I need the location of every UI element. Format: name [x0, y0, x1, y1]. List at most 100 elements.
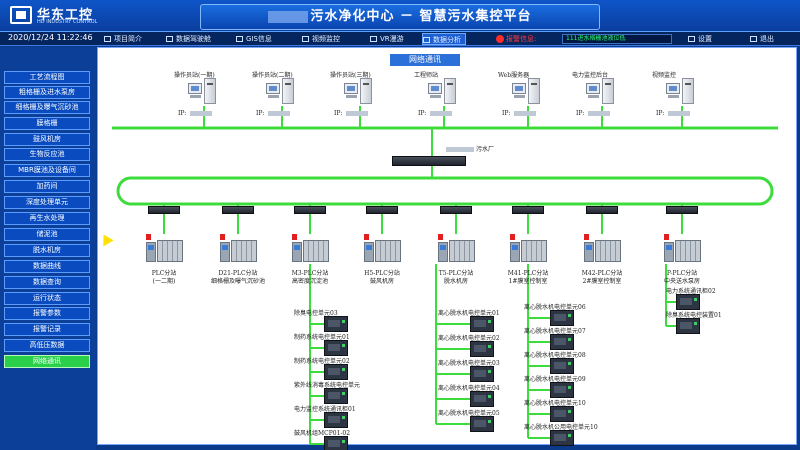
sidebar-item[interactable]: 鼓风机房: [4, 133, 90, 146]
sidebar-item[interactable]: 加药间: [4, 180, 90, 193]
sidebar-item[interactable]: 报警参数: [4, 307, 90, 320]
sidebar-item[interactable]: 脱水机房: [4, 244, 90, 257]
ring-switch-icon[interactable]: [366, 206, 398, 214]
control-unit-icon[interactable]: [676, 294, 700, 310]
nav-data-cockpit[interactable]: 数据驾驶舱: [166, 33, 211, 45]
sidebar-item[interactable]: 数据曲线: [4, 260, 90, 273]
nav-label: 数据驾驶舱: [176, 35, 211, 43]
plc-area: 中央送水泵房: [663, 278, 700, 285]
control-unit-icon[interactable]: [324, 388, 348, 404]
alarm-lamp-icon: [146, 234, 151, 240]
keyboard-icon: [190, 95, 201, 98]
plc-name: M41-PLC分站: [507, 270, 549, 277]
plc-rack-icon[interactable]: [364, 234, 402, 264]
core-switch-icon[interactable]: [392, 156, 466, 166]
control-unit-label: 电力系统通讯柜02: [666, 288, 716, 295]
control-unit-icon[interactable]: [324, 364, 348, 380]
workstation-icon[interactable]: [666, 78, 696, 106]
control-unit-icon[interactable]: [550, 382, 574, 398]
control-unit-icon[interactable]: [550, 406, 574, 422]
plc-name: P-PLC分站: [666, 270, 698, 277]
workstation-icon[interactable]: [266, 78, 296, 106]
sidebar-item[interactable]: 储泥池: [4, 228, 90, 241]
nav-vr[interactable]: VR漫游: [370, 33, 404, 45]
io-modules-icon: [675, 240, 701, 262]
control-unit-icon[interactable]: [470, 316, 494, 332]
workstation-icon[interactable]: [428, 78, 458, 106]
sidebar-item[interactable]: 膜格栅: [4, 117, 90, 130]
sidebar-item[interactable]: 运行状态: [4, 292, 90, 305]
plc-rack-icon[interactable]: [584, 234, 622, 264]
pc-tower-icon: [360, 78, 372, 104]
redacted-ip: [430, 111, 452, 116]
plc-rack-icon[interactable]: [664, 234, 702, 264]
control-unit-icon[interactable]: [676, 318, 700, 334]
nav-project-intro[interactable]: 项目简介: [104, 33, 142, 45]
ring-switch-icon[interactable]: [666, 206, 698, 214]
ring-switch-icon[interactable]: [586, 206, 618, 214]
control-unit-icon[interactable]: [550, 334, 574, 350]
nav-data-analysis[interactable]: 数据分析: [422, 33, 466, 45]
alarm-message[interactable]: 111进水格栅池液位低: [562, 34, 672, 44]
plc-rack-icon[interactable]: [146, 234, 184, 264]
control-unit-icon[interactable]: [470, 416, 494, 432]
control-unit-label: 鼓风机组MCP01-02: [294, 430, 351, 437]
current-datetime: 2020/12/24 11:22:46: [8, 33, 93, 42]
control-unit-icon[interactable]: [324, 436, 348, 450]
control-unit-label: 离心脱水机电控单元07: [524, 328, 586, 335]
ring-switch-icon[interactable]: [512, 206, 544, 214]
panel-title: 网络通讯: [390, 54, 460, 66]
sidebar-item[interactable]: 工艺流程图: [4, 71, 90, 84]
control-unit-icon[interactable]: [550, 310, 574, 326]
workstation-icon[interactable]: [512, 78, 542, 106]
nav-gis[interactable]: GIS信息: [236, 33, 272, 45]
nav-video[interactable]: 视频监控: [302, 33, 340, 45]
sidebar-item[interactable]: 细格栅及曝气沉砂池: [4, 101, 90, 114]
alarm-lamp-icon: [584, 234, 589, 240]
nav-label: GIS信息: [246, 35, 272, 43]
nav-logout[interactable]: 退出: [750, 33, 774, 45]
sidebar-item[interactable]: 数据查询: [4, 276, 90, 289]
gear-icon: [688, 36, 695, 42]
sidebar-item[interactable]: MBR膜池及设备间: [4, 164, 90, 177]
control-unit-icon[interactable]: [324, 340, 348, 356]
control-unit-icon[interactable]: [324, 412, 348, 428]
ring-switch-icon[interactable]: [440, 206, 472, 214]
sidebar-item[interactable]: 生物反应池: [4, 148, 90, 161]
io-modules-icon: [231, 240, 257, 262]
redacted-ip: [427, 110, 452, 117]
control-unit-icon[interactable]: [470, 391, 494, 407]
plc-rack-icon[interactable]: [438, 234, 476, 264]
control-unit-icon[interactable]: [470, 366, 494, 382]
sidebar-item[interactable]: 再生水处理: [4, 212, 90, 225]
plc-rack-icon[interactable]: [510, 234, 548, 264]
workstation-icon[interactable]: [188, 78, 218, 106]
redacted-ip: [585, 110, 610, 117]
nav-settings[interactable]: 设置: [688, 33, 712, 45]
ring-switch-icon[interactable]: [148, 206, 180, 214]
ring-switch-icon[interactable]: [294, 206, 326, 214]
sidebar-item[interactable]: 粗格栅及进水泵房: [4, 86, 90, 99]
pc-tower-icon: [602, 78, 614, 104]
control-unit-icon[interactable]: [550, 430, 574, 446]
plc-rack-icon[interactable]: [292, 234, 330, 264]
pc-tower-icon: [528, 78, 540, 104]
logo-text: 华东工控: [37, 8, 94, 23]
control-unit-icon[interactable]: [324, 316, 348, 332]
control-unit-icon[interactable]: [470, 341, 494, 357]
sidebar-item[interactable]: 报警记录: [4, 323, 90, 336]
ip-label: IP:: [178, 110, 187, 117]
ring-switch-icon[interactable]: [222, 206, 254, 214]
sidebar-item[interactable]: 高低压数据: [4, 339, 90, 352]
page-title: 污水净化中心 － 智慧污水集控平台: [310, 9, 532, 24]
nav-label: 数据分析: [433, 36, 461, 44]
plc-rack-icon[interactable]: [220, 234, 258, 264]
sidebar-item[interactable]: 深度处理单元: [4, 196, 90, 209]
sidebar-item[interactable]: 网络通讯: [4, 355, 90, 368]
plc-area: 脱水机房: [443, 278, 468, 285]
control-unit-icon[interactable]: [550, 358, 574, 374]
workstation-icon[interactable]: [344, 78, 374, 106]
io-modules-icon: [521, 240, 547, 262]
workstation-icon[interactable]: [586, 78, 616, 106]
